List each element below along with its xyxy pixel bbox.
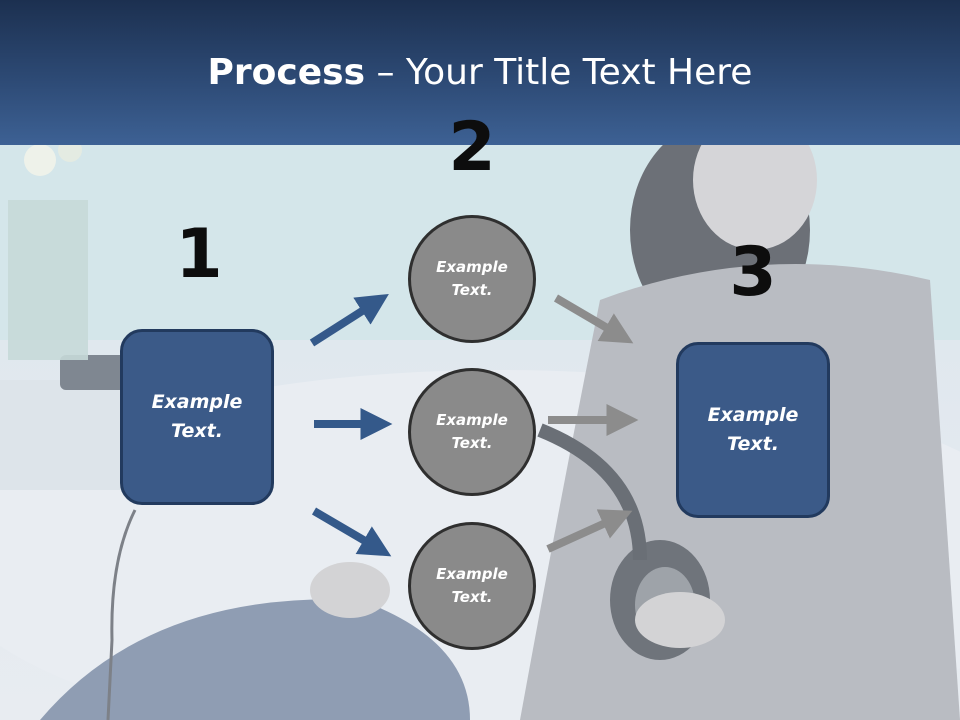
arrow-1-to-bottom: [311, 507, 392, 557]
slide-title: Process – Your Title Text Here: [0, 52, 960, 93]
arrow-bottom-to-3: [546, 509, 633, 553]
step-2-circle-bottom[interactable]: Example Text.: [408, 522, 536, 650]
title-bold: Process: [207, 52, 366, 93]
circle-middle-text-line2: Text.: [451, 434, 493, 452]
step-3-box[interactable]: Example Text.: [676, 342, 830, 518]
title-bar: Process – Your Title Text Here: [0, 0, 960, 145]
step-number-1: 1: [175, 215, 223, 294]
step-3-text-line2: Text.: [727, 433, 779, 455]
circle-top-text-line1: Example: [436, 258, 508, 276]
title-rest: – Your Title Text Here: [365, 52, 753, 93]
step-1-text-line2: Text.: [171, 420, 223, 442]
circle-bottom-text-line1: Example: [436, 565, 508, 583]
arrow-1-to-top: [309, 293, 389, 347]
step-1-box[interactable]: Example Text.: [120, 329, 274, 505]
step-3-text-line1: Example: [707, 404, 799, 426]
circle-top-text-line2: Text.: [451, 281, 493, 299]
arrow-top-to-3: [553, 294, 634, 344]
step-number-3: 3: [729, 233, 777, 312]
step-2-circle-top[interactable]: Example Text.: [408, 215, 536, 343]
circle-middle-text-line1: Example: [436, 411, 508, 429]
step-number-2: 2: [448, 108, 496, 187]
step-1-text-line1: Example: [151, 391, 243, 413]
step-2-circle-middle[interactable]: Example Text.: [408, 368, 536, 496]
circle-bottom-text-line2: Text.: [451, 588, 493, 606]
